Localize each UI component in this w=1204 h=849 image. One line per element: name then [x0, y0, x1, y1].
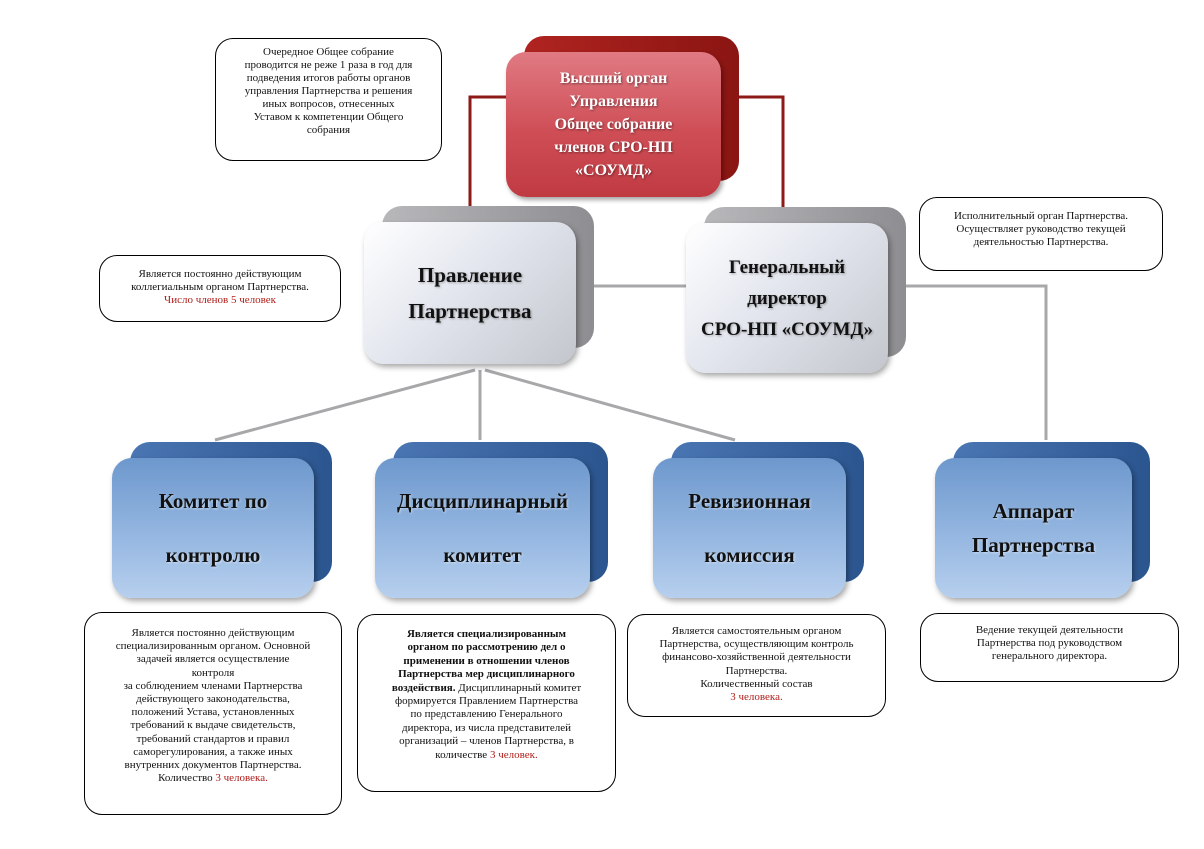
- apparatus-label: Аппарат Партнерства: [971, 499, 1096, 557]
- committee-control-note-count: 3 человека.: [215, 772, 268, 785]
- committee-discipline-note: Является специализированным органом по р…: [357, 614, 616, 792]
- board-note: Является постоянно действующим коллегиал…: [99, 255, 341, 322]
- committee-control-note: Является постоянно действующим специализ…: [84, 612, 342, 815]
- audit-label: Ревизионная комиссия: [688, 489, 811, 567]
- connector-board-audit: [484, 368, 736, 442]
- connector-director-apparatus: [890, 284, 1048, 440]
- committee-discipline-box: Дисциплинарный комитет: [375, 442, 608, 598]
- connector-board-control: [214, 368, 476, 442]
- top-organ-note: Очередное Общее собрание проводится не р…: [215, 38, 442, 161]
- committee-discipline-note-count: 3 человек.: [489, 748, 538, 761]
- audit-note: Является самостоятельным органом Партнер…: [627, 614, 886, 717]
- top-organ-box: Высший орган Управления Общее собрание ч…: [506, 36, 739, 197]
- director-note: Исполнительный орган Партнерства. Осущес…: [919, 197, 1163, 271]
- committee-control-box: Комитет по контролю: [112, 442, 332, 598]
- board-label: Правление Партнерства: [408, 263, 532, 323]
- connector-top-to-board: [468, 95, 508, 215]
- director-box: Генеральный директор СРО-НП «СОУМД»: [686, 207, 906, 373]
- board-box: Правление Партнерства: [364, 206, 594, 364]
- committee-discipline-label: Дисциплинарный комитет: [397, 489, 568, 567]
- audit-note-count: 3 человека.: [730, 691, 783, 704]
- connector-top-to-director: [735, 95, 785, 215]
- top-organ-label: Высший орган Управления Общее собрание ч…: [554, 70, 673, 179]
- committee-control-label: Комитет по контролю: [158, 489, 268, 567]
- audit-box: Ревизионная комиссия: [653, 442, 864, 598]
- board-note-count: Число членов 5 человек: [164, 294, 276, 306]
- apparatus-box: Аппарат Партнерства: [935, 442, 1150, 598]
- apparatus-note: Ведение текущей деятельности Партнерства…: [920, 613, 1179, 682]
- director-label: Генеральный директор СРО-НП «СОУМД»: [700, 256, 873, 340]
